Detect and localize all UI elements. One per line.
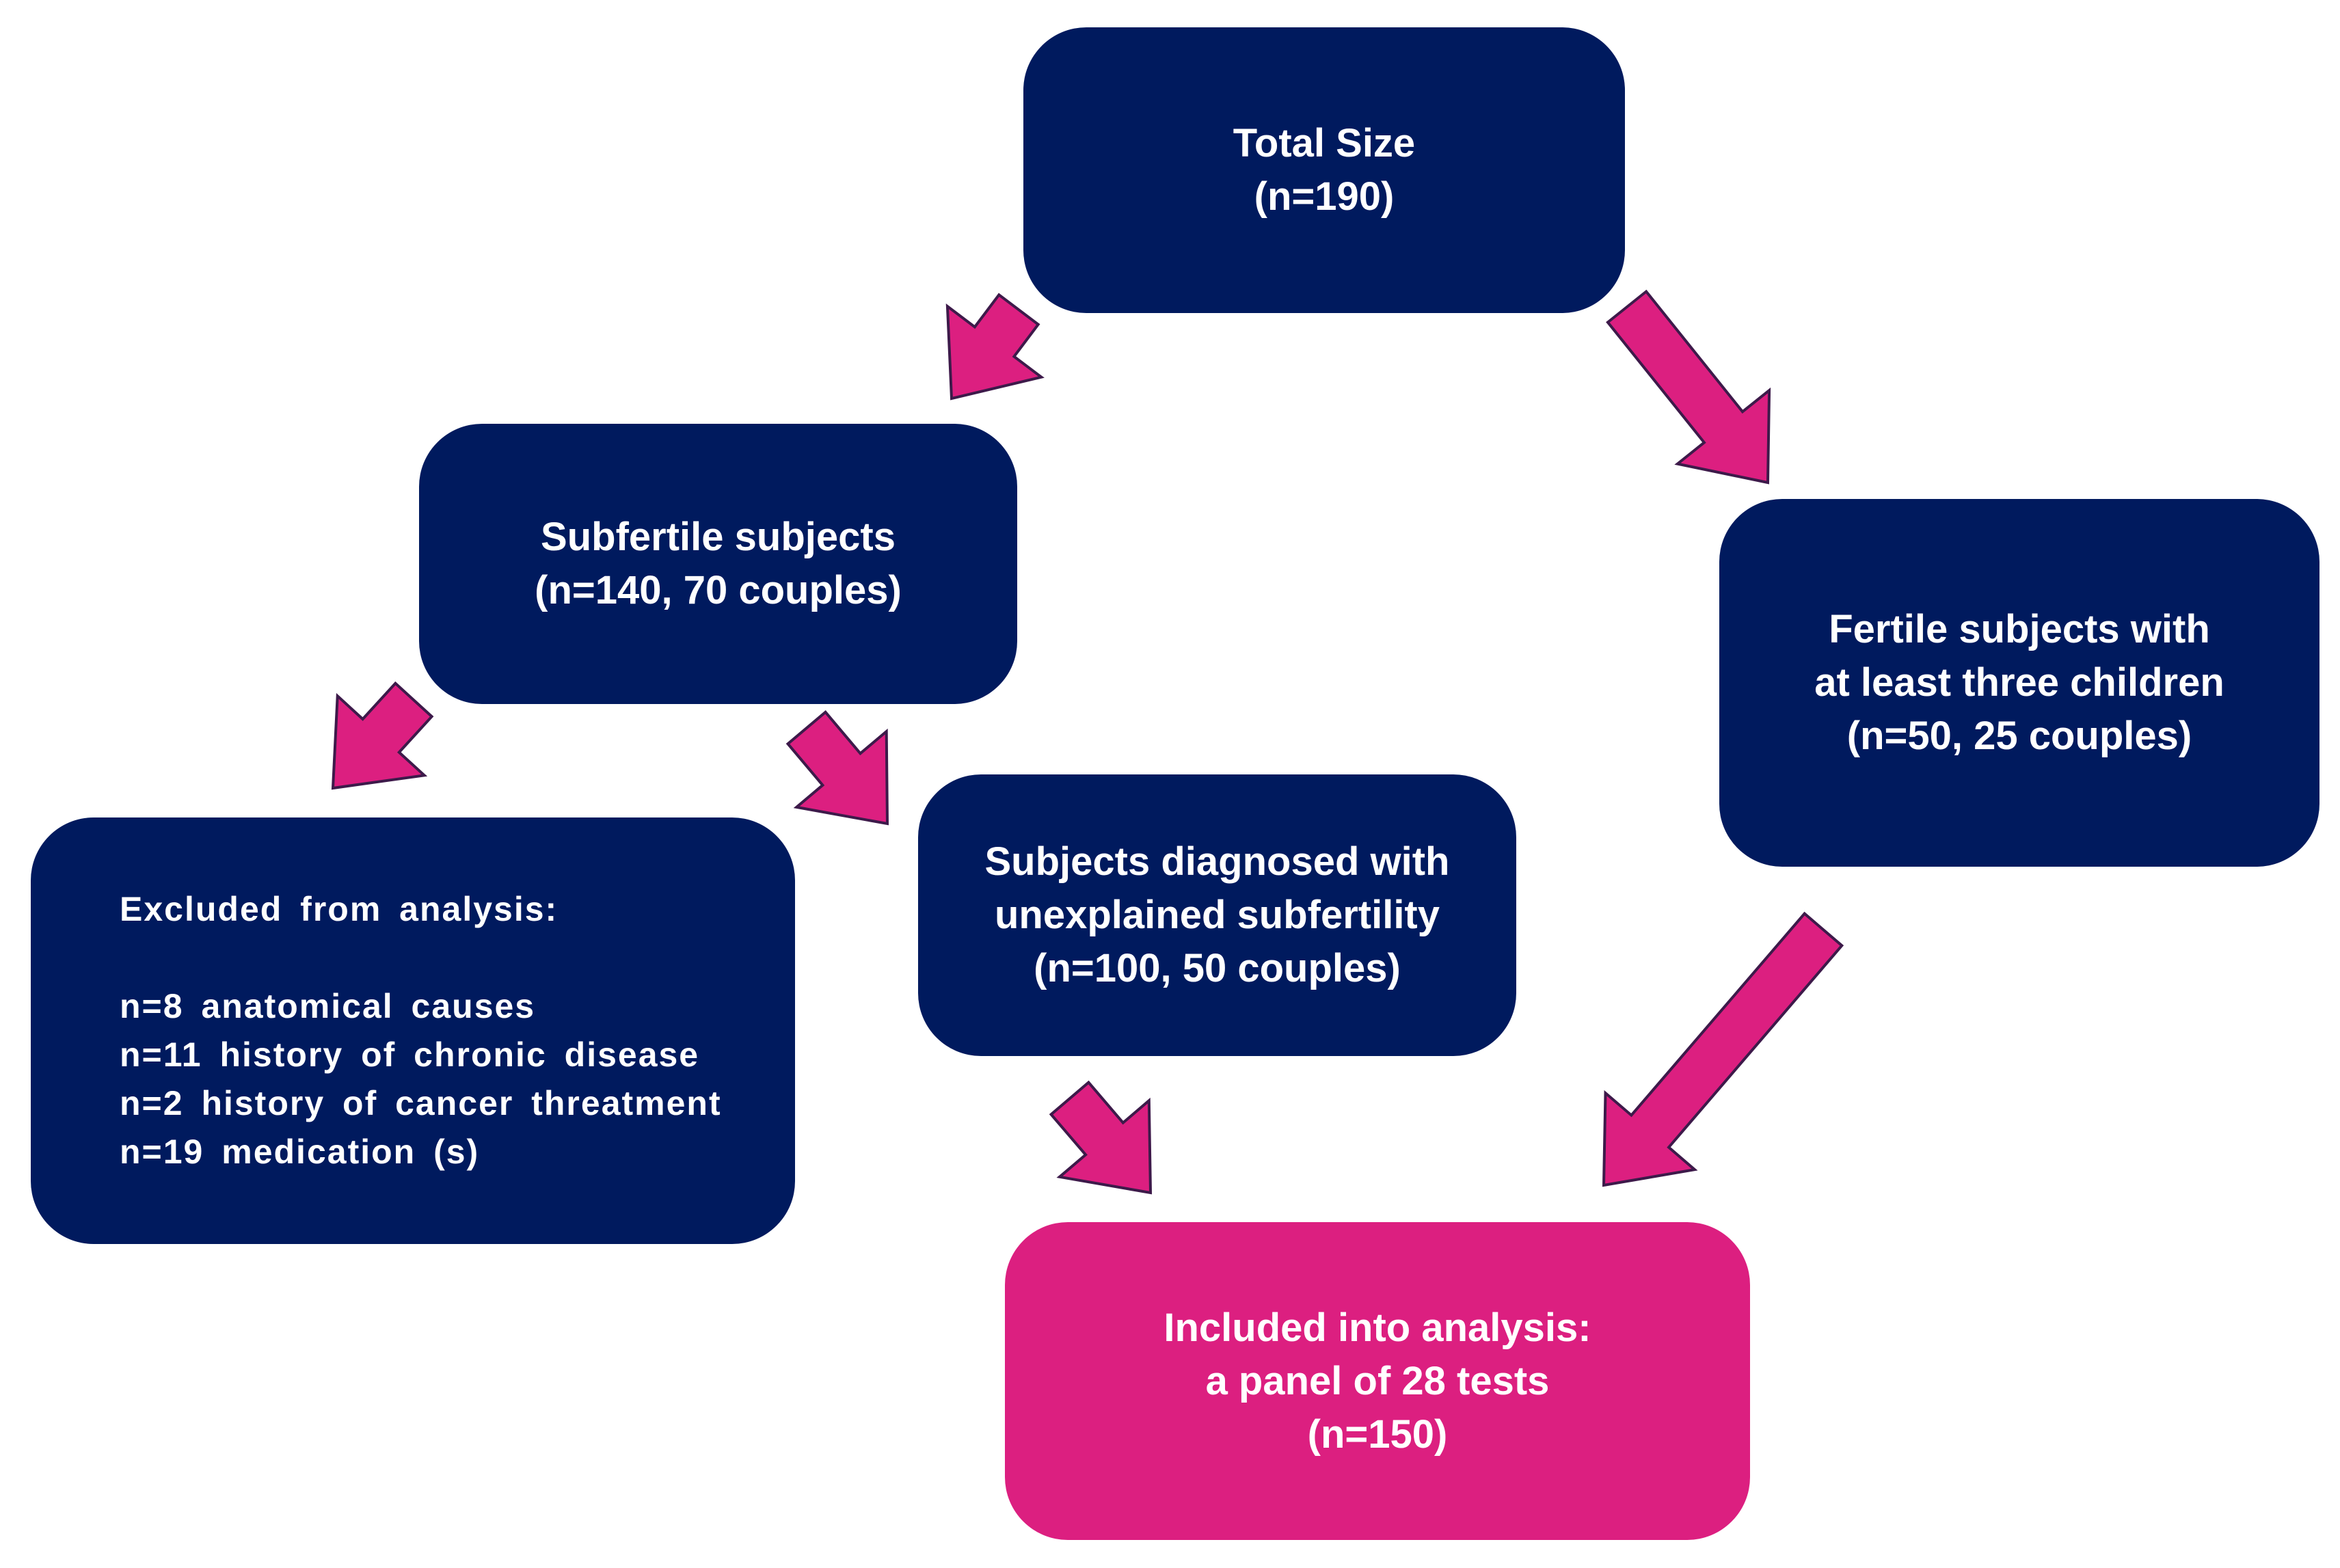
- included-node: Included into analysis: a panel of 28 te…: [1005, 1222, 1750, 1540]
- unexplained-label-line-2: unexplained subfertility: [995, 893, 1440, 937]
- total-size-label: Total Size: [1233, 121, 1416, 165]
- arrow-unexplained-to-included: [1049, 1080, 1153, 1195]
- subfertile-label: Subfertile subjects: [541, 515, 896, 559]
- arrow-total-to-subfertile: [945, 293, 1045, 401]
- included-count: (n=150): [1307, 1411, 1448, 1457]
- unexplained-label-line-1: Subjects diagnosed with: [984, 839, 1450, 884]
- excluded-heading: Excluded from analysis:: [120, 890, 559, 928]
- total-size-node: Total Size (n=190): [1023, 27, 1625, 313]
- excluded-item: n=11 history of chronic disease: [120, 1036, 700, 1074]
- subfertile-node: Subfertile subjects (n=140, 70 couples): [419, 424, 1017, 704]
- subfertile-count: (n=140, 70 couples): [535, 568, 902, 612]
- unexplained-count: (n=100, 50 couples): [1034, 946, 1401, 990]
- fertile-label-line-2: at least three children: [1814, 660, 2224, 705]
- excluded-item: n=2 history of cancer threatment: [120, 1084, 722, 1122]
- total-size-count: (n=190): [1254, 174, 1395, 219]
- fertile-label-line-1: Fertile subjects with: [1829, 607, 2210, 651]
- unexplained-subfertility-node: Subjects diagnosed with unexplained subf…: [918, 774, 1516, 1056]
- excluded-item: n=8 anatomical causes: [120, 987, 536, 1025]
- arrow-fertile-to-included: [1602, 911, 1844, 1187]
- arrow-subfertile-to-excluded: [331, 681, 434, 790]
- fertile-count: (n=50, 25 couples): [1846, 714, 2192, 758]
- arrow-total-to-fertile: [1606, 289, 1771, 485]
- fertile-node: Fertile subjects with at least three chi…: [1719, 499, 2319, 867]
- included-label-line-2: a panel of 28 tests: [1205, 1358, 1550, 1403]
- included-label-line-1: Included into analysis:: [1164, 1305, 1591, 1350]
- excluded-item: n=19 medication (s): [120, 1133, 480, 1171]
- excluded-node: Excluded from analysis: n=8 anatomical c…: [31, 817, 795, 1244]
- arrow-subfertile-to-unexplained: [785, 709, 889, 826]
